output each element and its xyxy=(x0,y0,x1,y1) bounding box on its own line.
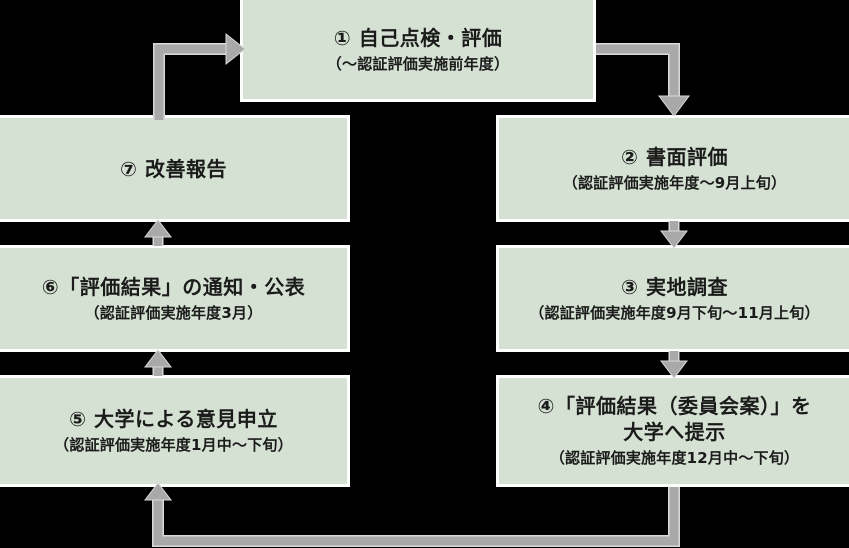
flow-box-step4-title-line2: 大学へ提示 xyxy=(623,420,726,444)
flow-box-step7-title: ⑦ 改善報告 xyxy=(120,156,227,181)
flow-box-step2-subtitle: （認証評価実施年度～9月上旬） xyxy=(562,173,787,192)
flow-box-step4: ④「評価結果（委員会案）」を 大学へ提示 （認証評価実施年度12月中～下旬） xyxy=(496,375,849,487)
flow-box-step1-title: ① 自己点検・評価 xyxy=(333,25,503,50)
flow-box-step7: ⑦ 改善報告 xyxy=(0,115,350,222)
arrow-step6-to-step7-head xyxy=(143,219,173,238)
arrow-step4-to-step5 xyxy=(143,482,680,547)
flow-box-step3-title: ③ 実地調査 xyxy=(621,274,728,299)
flow-box-step4-title: ④「評価結果（委員会案）」を xyxy=(537,394,812,418)
arrow-step1-to-step2 xyxy=(596,43,690,117)
arrow-step7-to-step1-outline xyxy=(153,43,226,120)
arrow-step4-to-step5-outline xyxy=(152,487,680,547)
arrow-step7-to-step1-stem xyxy=(154,44,226,120)
arrow-step4-to-step5-stem xyxy=(153,487,679,546)
arrow-step1-to-step2-outline xyxy=(596,43,680,97)
flow-box-step6: ⑥「評価結果」の通知・公表 （認証評価実施年度3月） xyxy=(0,245,350,352)
arrow-step2-to-step3 xyxy=(659,221,689,249)
flow-box-step4-subtitle: （認証評価実施年度12月中～下旬） xyxy=(549,449,800,467)
arrow-step1-to-step2-head xyxy=(658,95,690,117)
arrow-step6-to-step7 xyxy=(143,219,173,246)
flow-box-step5: ⑤ 大学による意見申立 （認証評価実施年度1月中～下旬） xyxy=(0,375,350,487)
arrow-step5-to-step6 xyxy=(143,349,173,376)
arrow-step5-to-step6-head xyxy=(143,349,173,368)
arrow-step3-to-step4 xyxy=(659,351,689,379)
flow-box-step2-title: ② 書面評価 xyxy=(621,144,728,169)
flow-box-step6-subtitle: （認証評価実施年度3月） xyxy=(84,303,263,322)
flow-box-step2: ② 書面評価 （認証評価実施年度～9月上旬） xyxy=(496,115,849,222)
arrow-step7-to-step1 xyxy=(153,32,246,120)
arrow-step1-to-step2-stem xyxy=(596,44,679,97)
flow-box-step5-subtitle: （認証評価実施年度1月中～下旬） xyxy=(54,436,293,454)
flow-box-step3-subtitle: （認証評価実施年度9月下旬～11月上旬） xyxy=(529,303,820,322)
flow-box-step3: ③ 実地調査 （認証評価実施年度9月下旬～11月上旬） xyxy=(496,245,849,352)
flow-box-step1-subtitle: （～認証評価実施前年度） xyxy=(326,54,510,73)
flow-box-step5-title: ⑤ 大学による意見申立 xyxy=(69,407,278,431)
flow-box-step1: ① 自己点検・評価 （～認証評価実施前年度） xyxy=(240,0,596,102)
flow-box-step6-title: ⑥「評価結果」の通知・公表 xyxy=(41,274,306,299)
